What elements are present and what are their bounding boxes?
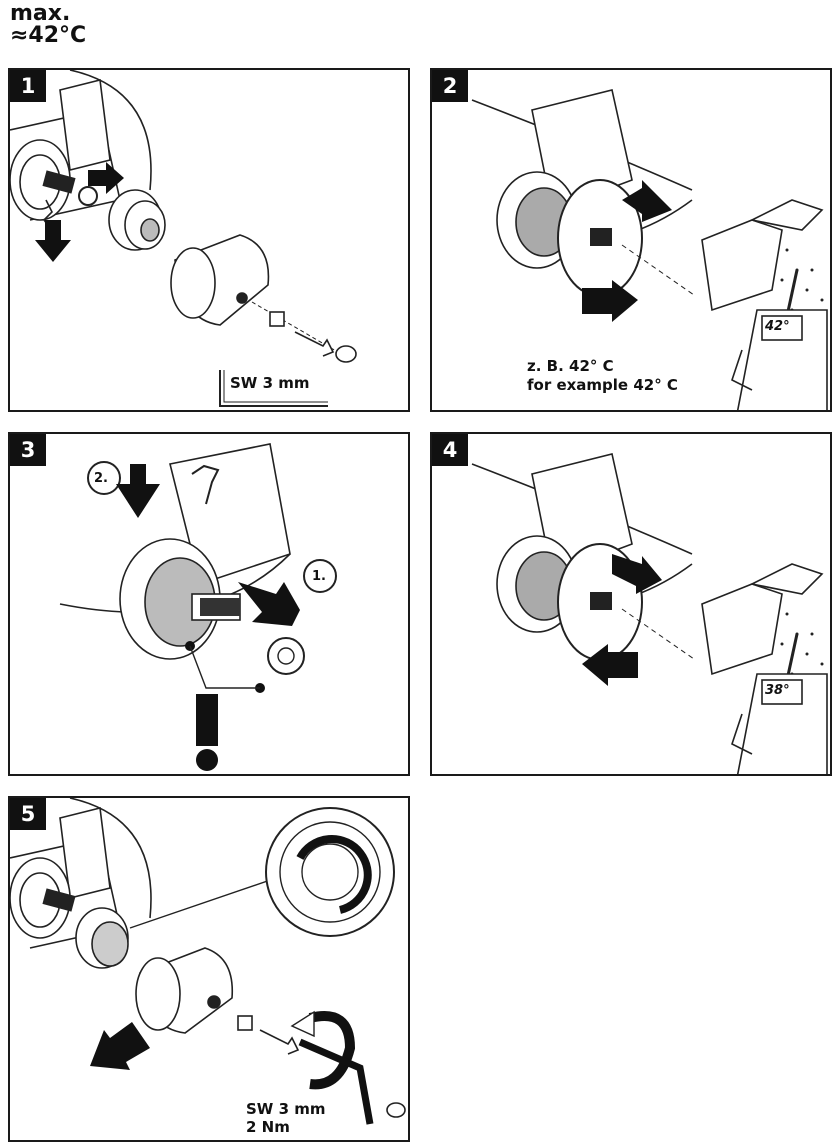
warning-dot [196, 749, 218, 771]
hex-key-icon [219, 370, 328, 407]
step-4-panel: 4 38° [430, 432, 832, 776]
callout-2-circle [87, 461, 121, 495]
rotate-arrow-icon [582, 280, 638, 322]
spindle [590, 592, 612, 610]
hand-shower-icon [701, 563, 824, 676]
step-1-illustration [10, 70, 357, 407]
step-4-number: 4 [432, 434, 468, 466]
callout-2-label: 2. [94, 471, 108, 486]
spindle [42, 888, 76, 912]
washer [78, 186, 98, 206]
arrow-down-icon [35, 220, 71, 262]
thermometer-icon [731, 309, 828, 410]
cover-cap [386, 1102, 406, 1118]
step-1-tool-label: SW 3 mm [230, 374, 310, 392]
step-2-caption-en: for example 42° C [527, 376, 678, 394]
step-3-illustration [59, 443, 337, 771]
bushing [237, 1015, 253, 1031]
adapter-ring [108, 189, 166, 251]
handle-cap [170, 234, 270, 326]
thermometer-icon [731, 673, 828, 774]
step-3-number: 3 [10, 434, 46, 466]
step-4-illustration [471, 453, 828, 774]
step-1-number: 1 [10, 70, 46, 102]
rotate-arrow-icon [308, 1011, 356, 1090]
step-2-panel: 2 42° z. B. 42° C for examp [430, 68, 832, 412]
step-3-panel: 3 2. 1. [8, 432, 410, 776]
step-2-caption-de: z. B. 42° C [527, 357, 614, 375]
step-1-panel: 1 SW 3 mm [8, 68, 410, 412]
arrow-right-icon [88, 162, 124, 194]
step-2-illustration [471, 89, 828, 410]
screw [294, 331, 335, 357]
hand-shower-icon [701, 199, 824, 312]
step-5-illustration [10, 798, 406, 1125]
step-5-tool-label: SW 3 mm [246, 1100, 326, 1118]
spindle [590, 228, 612, 246]
handle-cap [135, 947, 234, 1034]
rotate-arrow-icon [582, 644, 638, 686]
max-temperature: ≈42°C [10, 23, 87, 48]
step-5-number: 5 [10, 798, 46, 830]
thermometer-display: 38° [765, 683, 790, 698]
thermometer-display: 42° [765, 319, 790, 334]
bushing [269, 311, 285, 327]
step-2-number: 2 [432, 70, 468, 102]
callout-1-label: 1. [312, 569, 326, 584]
rotate-arrow-icon [612, 554, 662, 594]
spindle [42, 170, 76, 194]
screw [259, 1029, 300, 1055]
hex-key-icon [298, 1038, 374, 1125]
detail-magnifier-circle [265, 807, 395, 937]
arrow-push-icon [90, 1022, 150, 1070]
rotate-arrow-icon [622, 180, 672, 222]
step-5-panel: 5 SW 3 mm [8, 796, 410, 1142]
max-label: max. [10, 1, 71, 26]
clip [191, 464, 220, 505]
cover-cap [335, 345, 357, 363]
callout-1-circle [303, 559, 337, 593]
adapter-ring [75, 907, 129, 969]
warning-bar [196, 694, 218, 746]
arrow-push-icon [238, 582, 300, 626]
arrow-down-icon [116, 464, 160, 518]
step-5-torque-label: 2 Nm [246, 1118, 290, 1136]
